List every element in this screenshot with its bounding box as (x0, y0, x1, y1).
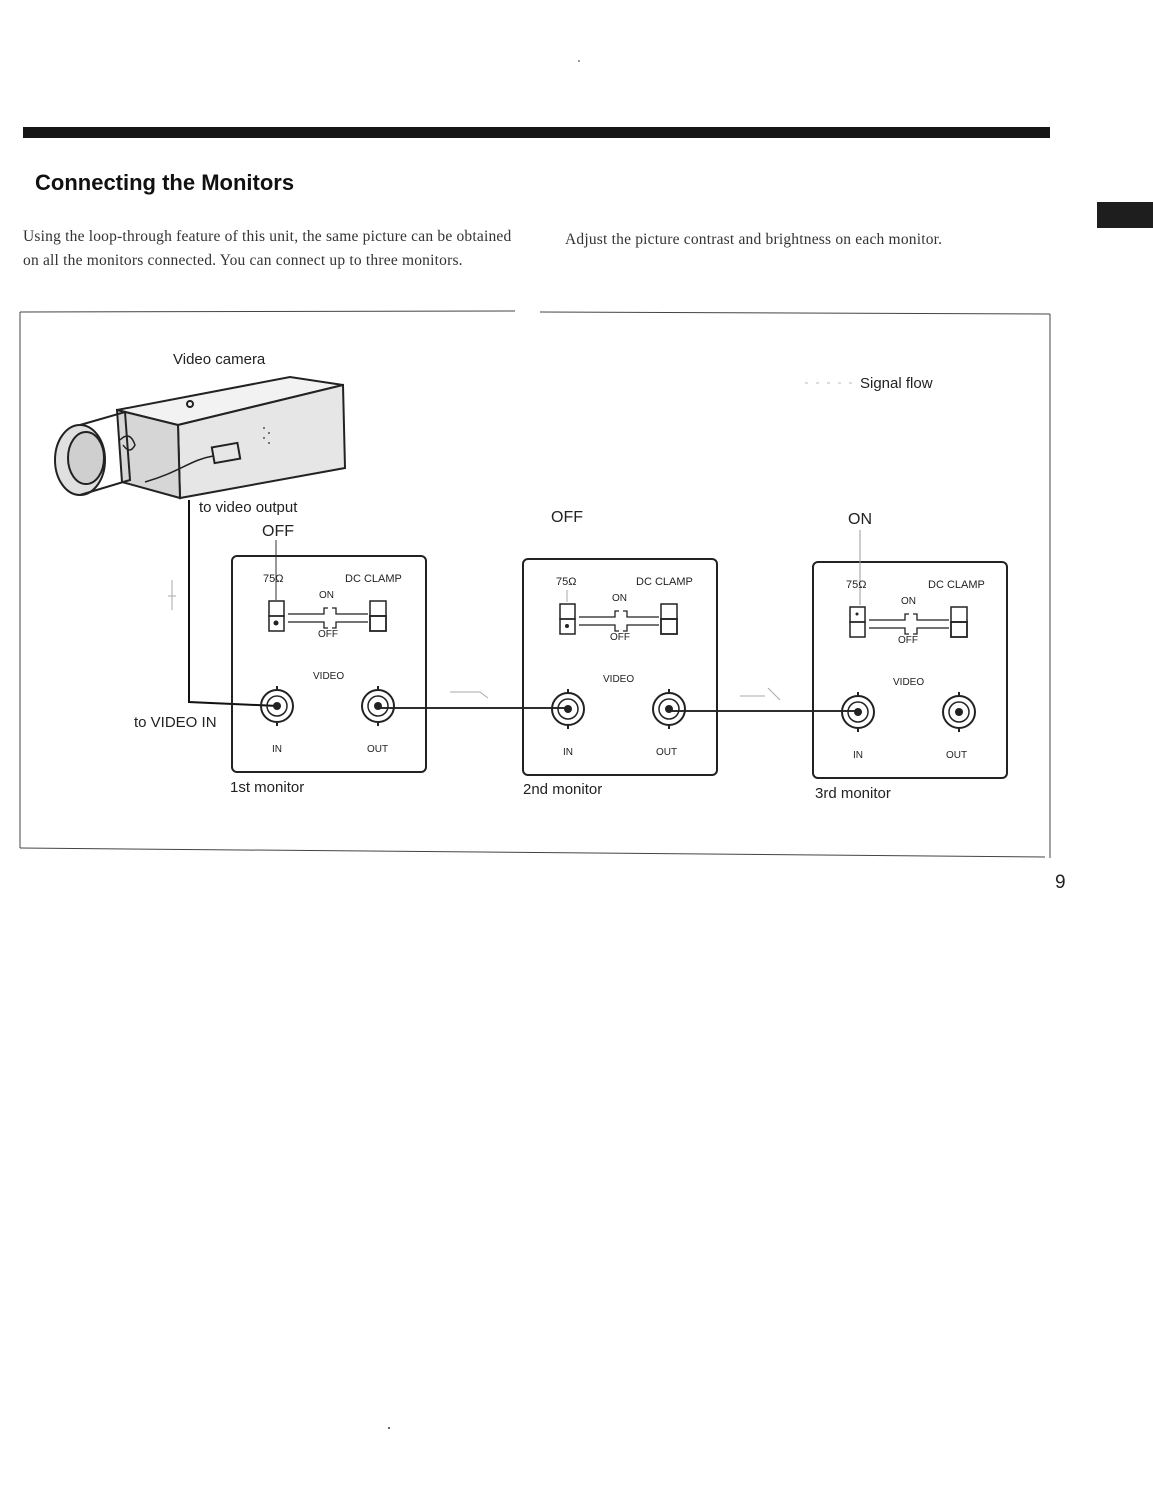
monitor-panel-3 (812, 561, 1008, 779)
to-video-output-label: to video output (199, 499, 298, 516)
panel-1-in-label: IN (272, 744, 282, 755)
signal-flow-arrows (168, 580, 781, 701)
adjust-paragraph: Adjust the picture contrast and brightne… (565, 231, 943, 248)
monitor-3-name: 3rd monitor (815, 785, 891, 802)
diagram-frame (19, 310, 1051, 858)
panel-2-ohm-label: 75Ω (556, 576, 576, 588)
monitor-1-switch-state: OFF (262, 523, 294, 540)
panel-3-video-label: VIDEO (893, 677, 924, 688)
panel-1-out-label: OUT (367, 744, 388, 755)
panel-2-off-label: OFF (610, 632, 630, 643)
panel-3-ohm-label: 75Ω (846, 579, 866, 591)
monitor-2-name: 2nd monitor (523, 781, 602, 798)
monitor-2-switch-state: OFF (551, 509, 583, 526)
panel-2-video-label: VIDEO (603, 674, 634, 685)
panel-1-on-label: ON (319, 590, 334, 601)
to-video-in-label: to VIDEO IN (134, 714, 217, 731)
panel-3-in-label: IN (853, 750, 863, 761)
speck (578, 60, 580, 62)
page-number: 9 (1055, 872, 1066, 893)
panel-2-on-label: ON (612, 593, 627, 604)
header-rule (23, 127, 1050, 138)
panel-2-dc-clamp-label: DC CLAMP (636, 576, 693, 588)
legend-signal-flow: Signal flow (860, 375, 933, 392)
panel-2-out-label: OUT (656, 747, 677, 758)
page-title: Connecting the Monitors (35, 170, 295, 195)
camera-label: Video camera (173, 351, 266, 368)
panel-3-on-label: ON (901, 596, 916, 607)
panel-1-dc-clamp-label: DC CLAMP (345, 573, 402, 585)
speck (388, 1427, 390, 1429)
section-tab (1097, 202, 1153, 228)
intro-paragraph: Using the loop-through feature of this u… (23, 228, 512, 269)
panel-1-video-label: VIDEO (313, 671, 344, 682)
monitor-3-switch-state: ON (848, 511, 872, 528)
monitor-panel-1 (231, 555, 427, 773)
video-camera-illustration (54, 375, 347, 500)
panel-2-in-label: IN (563, 747, 573, 758)
camera-cable (188, 500, 279, 707)
panel-1-off-label: OFF (318, 629, 338, 640)
panel-1-ohm-label: 75Ω (263, 573, 283, 585)
panel-3-dc-clamp-label: DC CLAMP (928, 579, 985, 591)
monitor-panel-2 (522, 558, 718, 776)
connection-diagram: Video camera Signal flow to video output… (0, 300, 1153, 870)
panel-3-out-label: OUT (946, 750, 967, 761)
monitor-1-name: 1st monitor (230, 779, 304, 796)
panel-3-off-label: OFF (898, 635, 918, 646)
